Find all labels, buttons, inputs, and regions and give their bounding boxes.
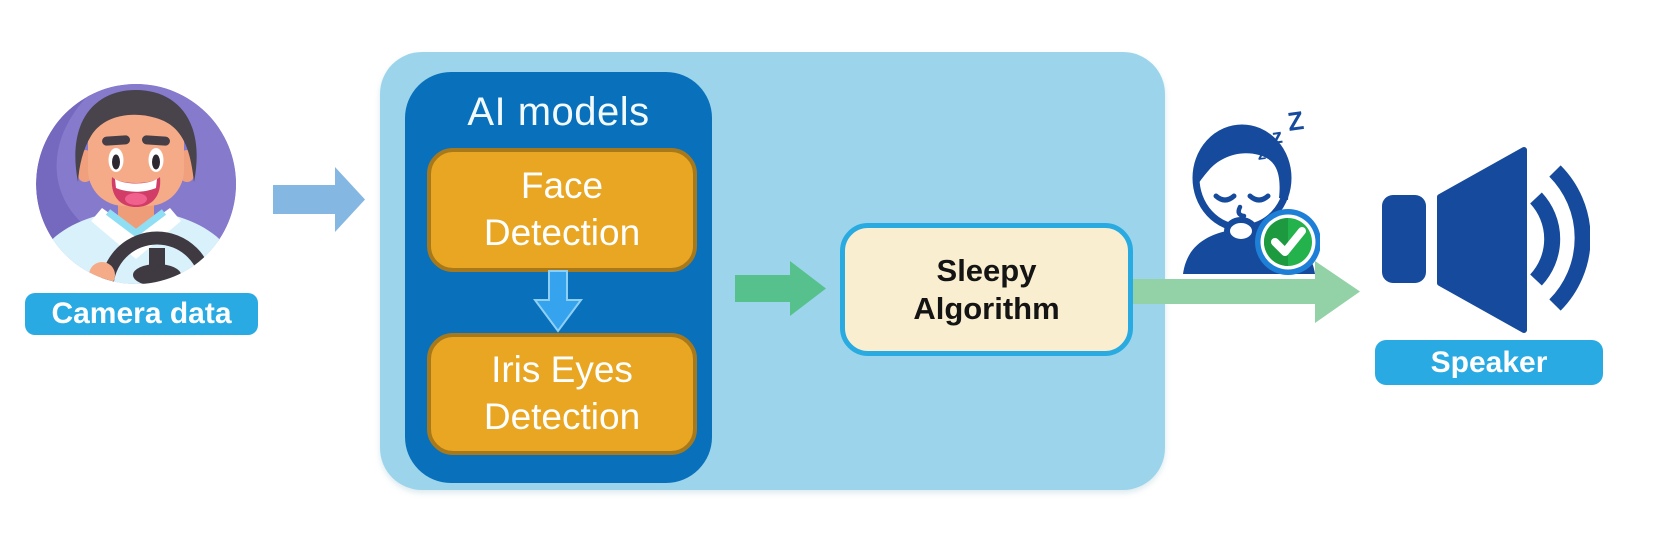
- drowsy-driver-icon: z z Z: [1183, 105, 1320, 275]
- sound-wave-outer: [1549, 165, 1590, 311]
- arrow-face-to-iris-icon: [533, 270, 583, 333]
- camera-data-label: Camera data: [25, 293, 258, 335]
- right-eyebrow: [141, 135, 170, 146]
- right-hand: [200, 265, 226, 284]
- iris-eyes-detection-label: Iris Eyes Detection: [483, 349, 641, 437]
- arrow-sleepy-to-speaker-icon: [1133, 261, 1360, 323]
- steering-wheel: [100, 231, 214, 284]
- nose: [1236, 204, 1247, 219]
- closed-right-eye: [1247, 193, 1271, 203]
- left-pupil: [112, 154, 120, 170]
- sleepy-algorithm-box: Sleepy Algorithm: [840, 223, 1133, 356]
- yawning-mouth: [1224, 217, 1258, 245]
- hair: [1195, 128, 1289, 200]
- check-icon: [1271, 227, 1306, 256]
- camera-data-label-text: Camera data: [51, 297, 232, 330]
- speaker-magnet: [1382, 195, 1426, 283]
- left-hand: [89, 262, 115, 284]
- face-detection-box: Face Detection: [427, 148, 697, 272]
- z-small: z: [1256, 144, 1267, 164]
- arrow-shape: [1133, 261, 1360, 323]
- arrow-ai-to-sleepy-icon: [735, 261, 826, 316]
- steering-hub: [133, 264, 181, 284]
- arrow-camera-to-ai-icon: [273, 167, 365, 232]
- z-large: Z: [1286, 105, 1306, 137]
- speaker-label: Speaker: [1375, 340, 1603, 385]
- arrow-shape: [735, 261, 826, 316]
- ai-models-title: AI models: [467, 90, 650, 134]
- speaker-icon: [1382, 147, 1590, 333]
- arrow-shape: [533, 270, 583, 333]
- speaker-label-text: Speaker: [1430, 345, 1548, 379]
- processing-container: AI models Face Detection Iris Eyes Detec…: [380, 52, 1165, 490]
- right-pupil: [152, 154, 160, 170]
- left-eyebrow: [102, 135, 131, 146]
- sound-wave-inner: [1529, 192, 1561, 286]
- face-detection-label: Face Detection: [483, 165, 641, 253]
- arrow-shape: [273, 167, 365, 232]
- speaker-horn: [1437, 147, 1527, 333]
- teeth: [115, 179, 157, 192]
- check-badge: [1255, 209, 1320, 275]
- driver-avatar-icon: [36, 84, 236, 284]
- closed-left-eye: [1213, 193, 1237, 203]
- iris-eyes-detection-box: Iris Eyes Detection: [427, 333, 697, 455]
- collar-trim: [105, 209, 167, 238]
- driver-avatar-group: [36, 84, 236, 284]
- tongue: [125, 193, 147, 205]
- ai-models-box: AI models Face Detection Iris Eyes Detec…: [405, 72, 712, 483]
- z-medium: z: [1270, 125, 1284, 149]
- sleepy-algorithm-label: Sleepy Algorithm: [913, 253, 1060, 326]
- hair: [75, 90, 197, 182]
